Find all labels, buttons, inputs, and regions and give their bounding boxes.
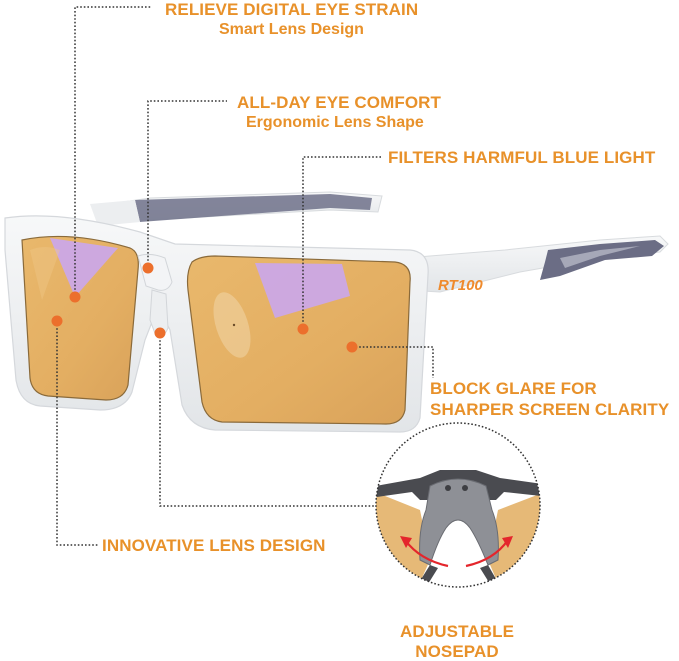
callout-blue-light-title: FILTERS HARMFUL BLUE LIGHT (388, 148, 656, 167)
right-lens (186, 255, 411, 425)
callout-all-day-comfort-subtitle: Ergonomic Lens Shape (246, 114, 424, 131)
near-temple (404, 235, 669, 293)
brand-logo: RT100 (438, 277, 483, 294)
callout-all-day-comfort-title: ALL-DAY EYE COMFORT (237, 93, 442, 112)
far-temple (90, 191, 383, 226)
callout-relieve-strain-subtitle: Smart Lens Design (219, 21, 364, 38)
left-lens (21, 235, 139, 401)
callout-block-glare-line1: BLOCK GLARE FOR (430, 379, 597, 398)
callout-nosepad-line1: ADJUSTABLE (399, 622, 515, 641)
callout-dots (51, 262, 358, 353)
leader-lines (56, 6, 434, 546)
callout-block-glare-line2: SHARPER SCREEN CLARITY (430, 400, 670, 419)
callout-nosepad-line2: NOSEPAD (415, 642, 499, 661)
nosepad-inset (375, 422, 541, 588)
callout-lens-design-title: INNOVATIVE LENS DESIGN (102, 536, 326, 555)
callout-relieve-strain-title: RELIEVE DIGITAL EYE STRAIN (165, 0, 419, 19)
